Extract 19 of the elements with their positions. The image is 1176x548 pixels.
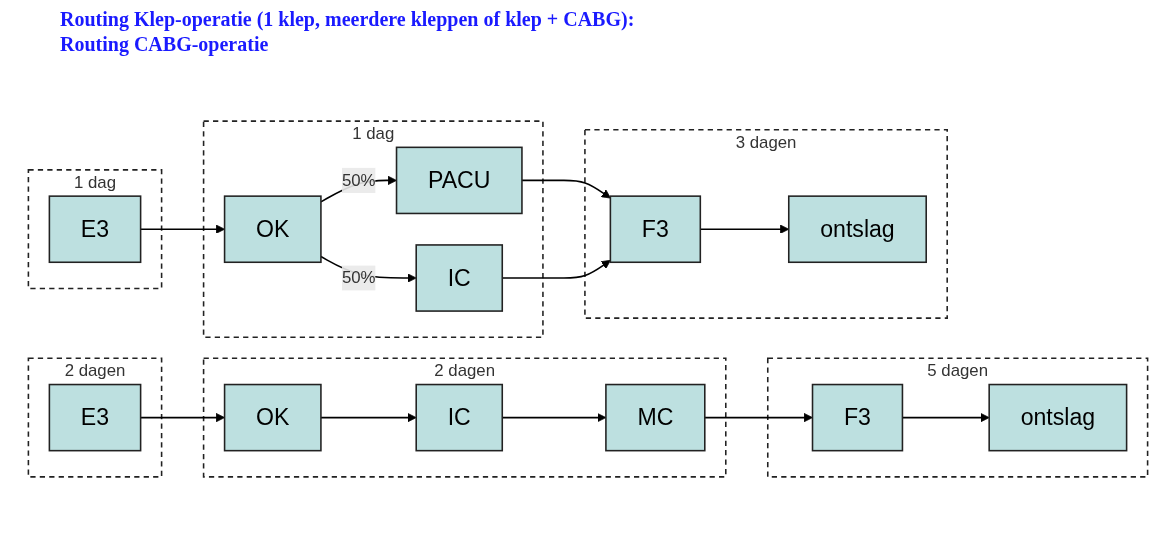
node-box: MC <box>605 383 706 452</box>
node-box: IC <box>415 244 504 312</box>
node-box: ontslag <box>787 195 927 264</box>
node-box: E3 <box>48 383 142 452</box>
arrow <box>521 179 611 199</box>
arrow <box>704 413 813 423</box>
node-box: F3 <box>609 195 702 264</box>
node-box: PACU <box>395 146 523 215</box>
node-box: ontslag <box>988 383 1128 452</box>
node-box: OK <box>223 195 322 264</box>
node-box: OK <box>223 383 322 452</box>
node-box: E3 <box>48 195 142 264</box>
routing-heading: Routing Klep-operatie (1 klep, meerdere kleppen of klep + CABG): <box>60 8 636 31</box>
node-box: F3 <box>811 383 904 452</box>
node-box: IC <box>415 383 504 452</box>
arrow <box>320 413 417 423</box>
edge-label: 50% <box>341 170 376 189</box>
edge-label: 50% <box>341 268 376 287</box>
routing-heading: Routing CABG-operatie <box>60 33 270 56</box>
